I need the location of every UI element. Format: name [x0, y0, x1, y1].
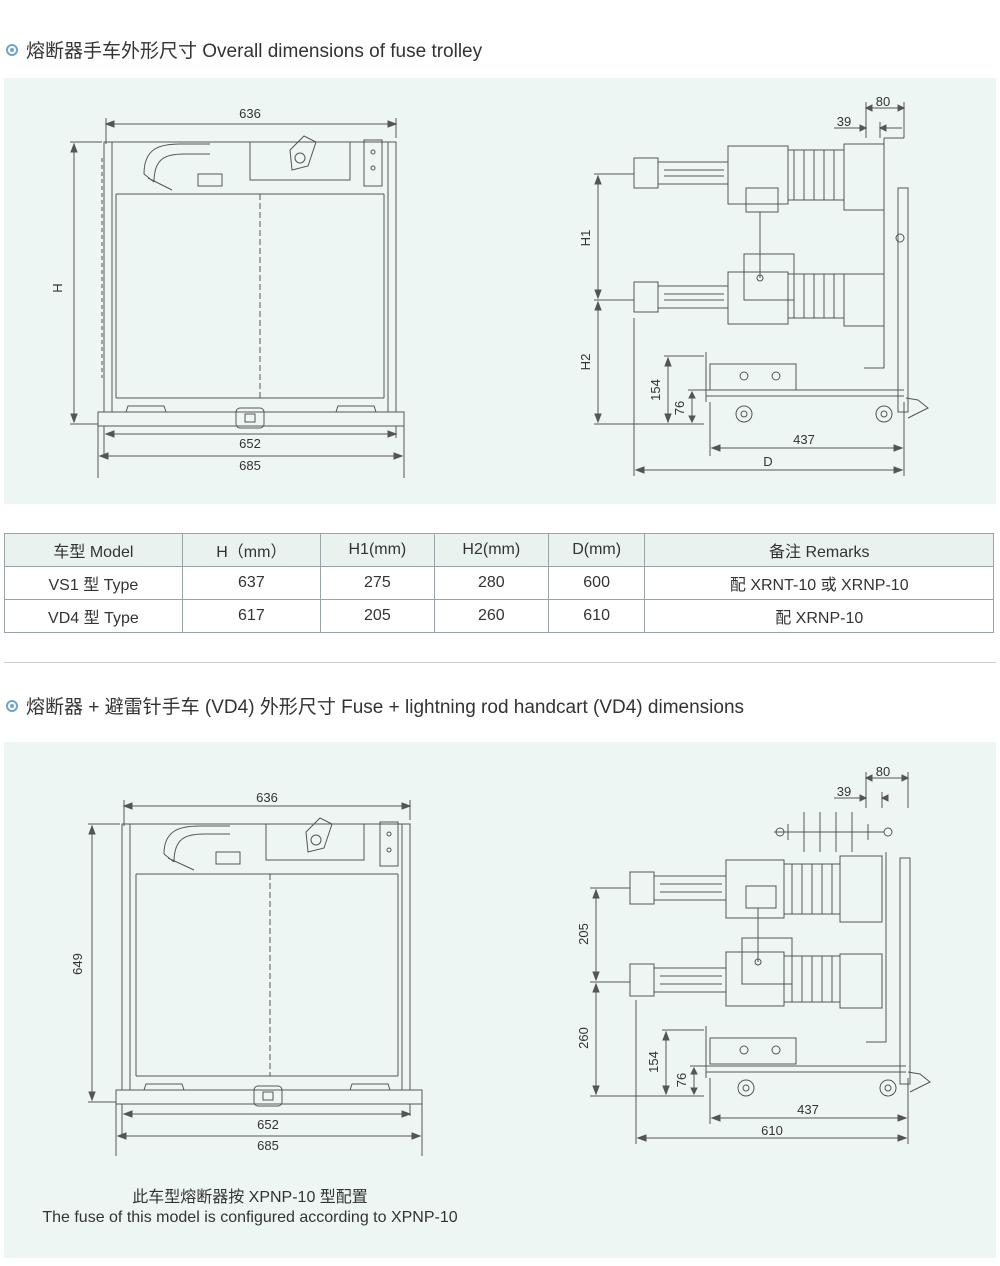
dim-label-649: 649: [70, 953, 85, 975]
header-h: H（mm）: [181, 533, 321, 567]
dim-label-636: 636: [239, 106, 261, 121]
side-view: [590, 772, 931, 1144]
side-view: [594, 102, 929, 476]
drawing-panel-fuse-trolley: 636 H 652 685 80 39 H1 H2 154 76 437 D: [4, 78, 996, 504]
section-title-text: 熔断器 + 避雷针手车 (VD4) 外形尺寸 Fuse + lightning …: [26, 697, 745, 718]
fuse-lightning-handcart-drawing: 636 649 652 685 80 39 205 260 154 76 437…: [70, 764, 931, 1156]
dim-label-610: 610: [761, 1123, 783, 1138]
cell-model: VS1 型 Type: [4, 566, 183, 600]
dim-label-39: 39: [837, 114, 851, 129]
dim-label-depth: D: [763, 454, 772, 469]
section-title-fuse-trolley: 熔断器手车外形尺寸 Overall dimensions of fuse tro…: [6, 36, 482, 63]
note-line-english: The fuse of this model is configured acc…: [42, 1209, 458, 1226]
header-h1: H1(mm): [319, 533, 435, 567]
spec-table: 车型 Model H（mm） H1(mm) H2(mm) D(mm) 备注 Re…: [4, 533, 994, 633]
dim-label-437: 437: [793, 432, 815, 447]
dim-label-h1: H1: [578, 230, 593, 247]
dim-label-height: H: [50, 283, 65, 292]
dim-label-39: 39: [837, 784, 851, 799]
dim-label-685: 685: [239, 458, 261, 473]
header-remarks: 备注 Remarks: [644, 533, 994, 567]
dim-label-205: 205: [576, 923, 591, 945]
cell-h: 617: [181, 599, 321, 633]
cell-h1: 275: [319, 566, 435, 600]
dim-label-260: 260: [576, 1027, 591, 1049]
cell-d: 610: [547, 599, 646, 633]
front-view: [88, 800, 423, 1156]
cell-h: 637: [181, 566, 321, 600]
dim-label-154: 154: [646, 1051, 661, 1073]
table-row: VS1 型 Type 637 275 280 600 配 XRNT-10 或 X…: [4, 566, 994, 600]
section-divider: [4, 662, 996, 663]
cell-remarks: 配 XRNT-10 或 XRNP-10: [644, 566, 994, 600]
dim-label-685: 685: [257, 1138, 279, 1153]
front-view: [70, 118, 405, 478]
cell-h2: 280: [433, 566, 549, 600]
header-d: D(mm): [547, 533, 646, 567]
dim-label-80: 80: [876, 94, 890, 109]
dim-label-80: 80: [876, 764, 890, 779]
circle-bullet-icon: [6, 699, 18, 712]
cell-model: VD4 型 Type: [4, 599, 183, 633]
dim-label-652: 652: [257, 1117, 279, 1132]
table-row: VD4 型 Type 617 205 260 610 配 XRNP-10: [4, 599, 994, 633]
dim-label-h2: H2: [578, 354, 593, 371]
dim-label-652: 652: [239, 436, 261, 451]
cell-d: 600: [547, 566, 646, 600]
cell-remarks: 配 XRNP-10: [644, 599, 994, 633]
header-h2: H2(mm): [433, 533, 549, 567]
dim-label-636: 636: [256, 790, 278, 805]
drawing-panel-fuse-lightning-handcart: 636 649 652 685 80 39 205 260 154 76 437…: [4, 742, 996, 1258]
section-title-fuse-lightning-handcart: 熔断器 + 避雷针手车 (VD4) 外形尺寸 Fuse + lightning …: [6, 692, 744, 719]
cell-h1: 205: [319, 599, 435, 633]
dim-label-76: 76: [674, 1073, 689, 1087]
note-line-chinese: 此车型熔断器按 XPNP-10 型配置: [132, 1189, 368, 1206]
header-model: 车型 Model: [4, 533, 183, 567]
dim-label-76: 76: [672, 401, 687, 415]
dim-label-154: 154: [648, 379, 663, 401]
table-header-row: 车型 Model H（mm） H1(mm) H2(mm) D(mm) 备注 Re…: [4, 533, 994, 567]
circle-bullet-icon: [6, 43, 18, 56]
fuse-trolley-drawing: 636 H 652 685 80 39 H1 H2 154 76 437 D: [50, 94, 929, 478]
dim-label-437: 437: [797, 1102, 819, 1117]
cell-h2: 260: [433, 599, 549, 633]
configuration-note: 此车型熔断器按 XPNP-10 型配置 The fuse of this mod…: [0, 1188, 500, 1228]
section-title-text: 熔断器手车外形尺寸 Overall dimensions of fuse tro…: [26, 41, 483, 62]
